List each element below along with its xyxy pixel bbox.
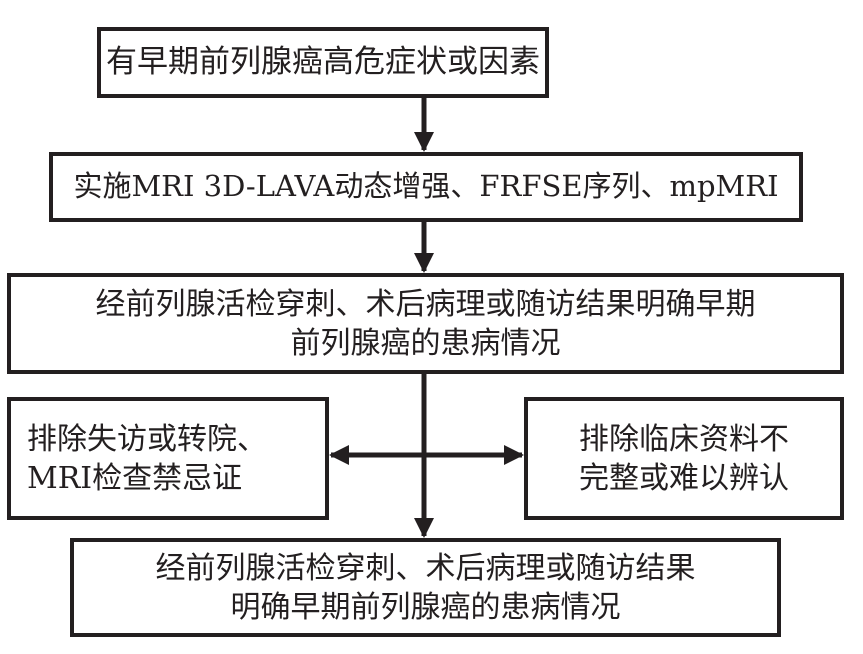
- node-exclude-right: 排除临床资料不 完整或难以辨认: [524, 397, 844, 520]
- node-text-line1: 排除失访或转院、: [27, 421, 267, 457]
- node-mri: 实施MRI 3D-LAVA动态增强、FRFSE序列、mpMRI: [49, 152, 803, 222]
- node-final: 经前列腺活检穿刺、术后病理或随访结果 明确早期前列腺癌的患病情况: [70, 538, 781, 637]
- node-text-line2: MRI检查禁忌证: [27, 460, 243, 496]
- node-confirm: 经前列腺活检穿刺、术后病理或随访结果明确早期 前列腺癌的患病情况: [7, 273, 844, 374]
- node-text: 有早期前列腺癌高危症状或因素: [106, 44, 540, 81]
- node-text-line1: 经前列腺活检穿刺、术后病理或随访结果: [155, 550, 696, 586]
- node-text-line2: 完整或难以辨认: [579, 460, 789, 496]
- node-text-line1: 经前列腺活检穿刺、术后病理或随访结果明确早期: [95, 286, 756, 322]
- node-text: 实施MRI 3D-LAVA动态增强、FRFSE序列、mpMRI: [73, 169, 779, 204]
- node-text-line2: 前列腺癌的患病情况: [290, 325, 561, 361]
- node-exclude-left: 排除失访或转院、 MRI检查禁忌证: [7, 397, 329, 520]
- node-text-line1: 排除临床资料不: [579, 421, 789, 457]
- node-text-line2: 明确早期前列腺癌的患病情况: [230, 589, 621, 625]
- node-start: 有早期前列腺癌高危症状或因素: [97, 27, 549, 98]
